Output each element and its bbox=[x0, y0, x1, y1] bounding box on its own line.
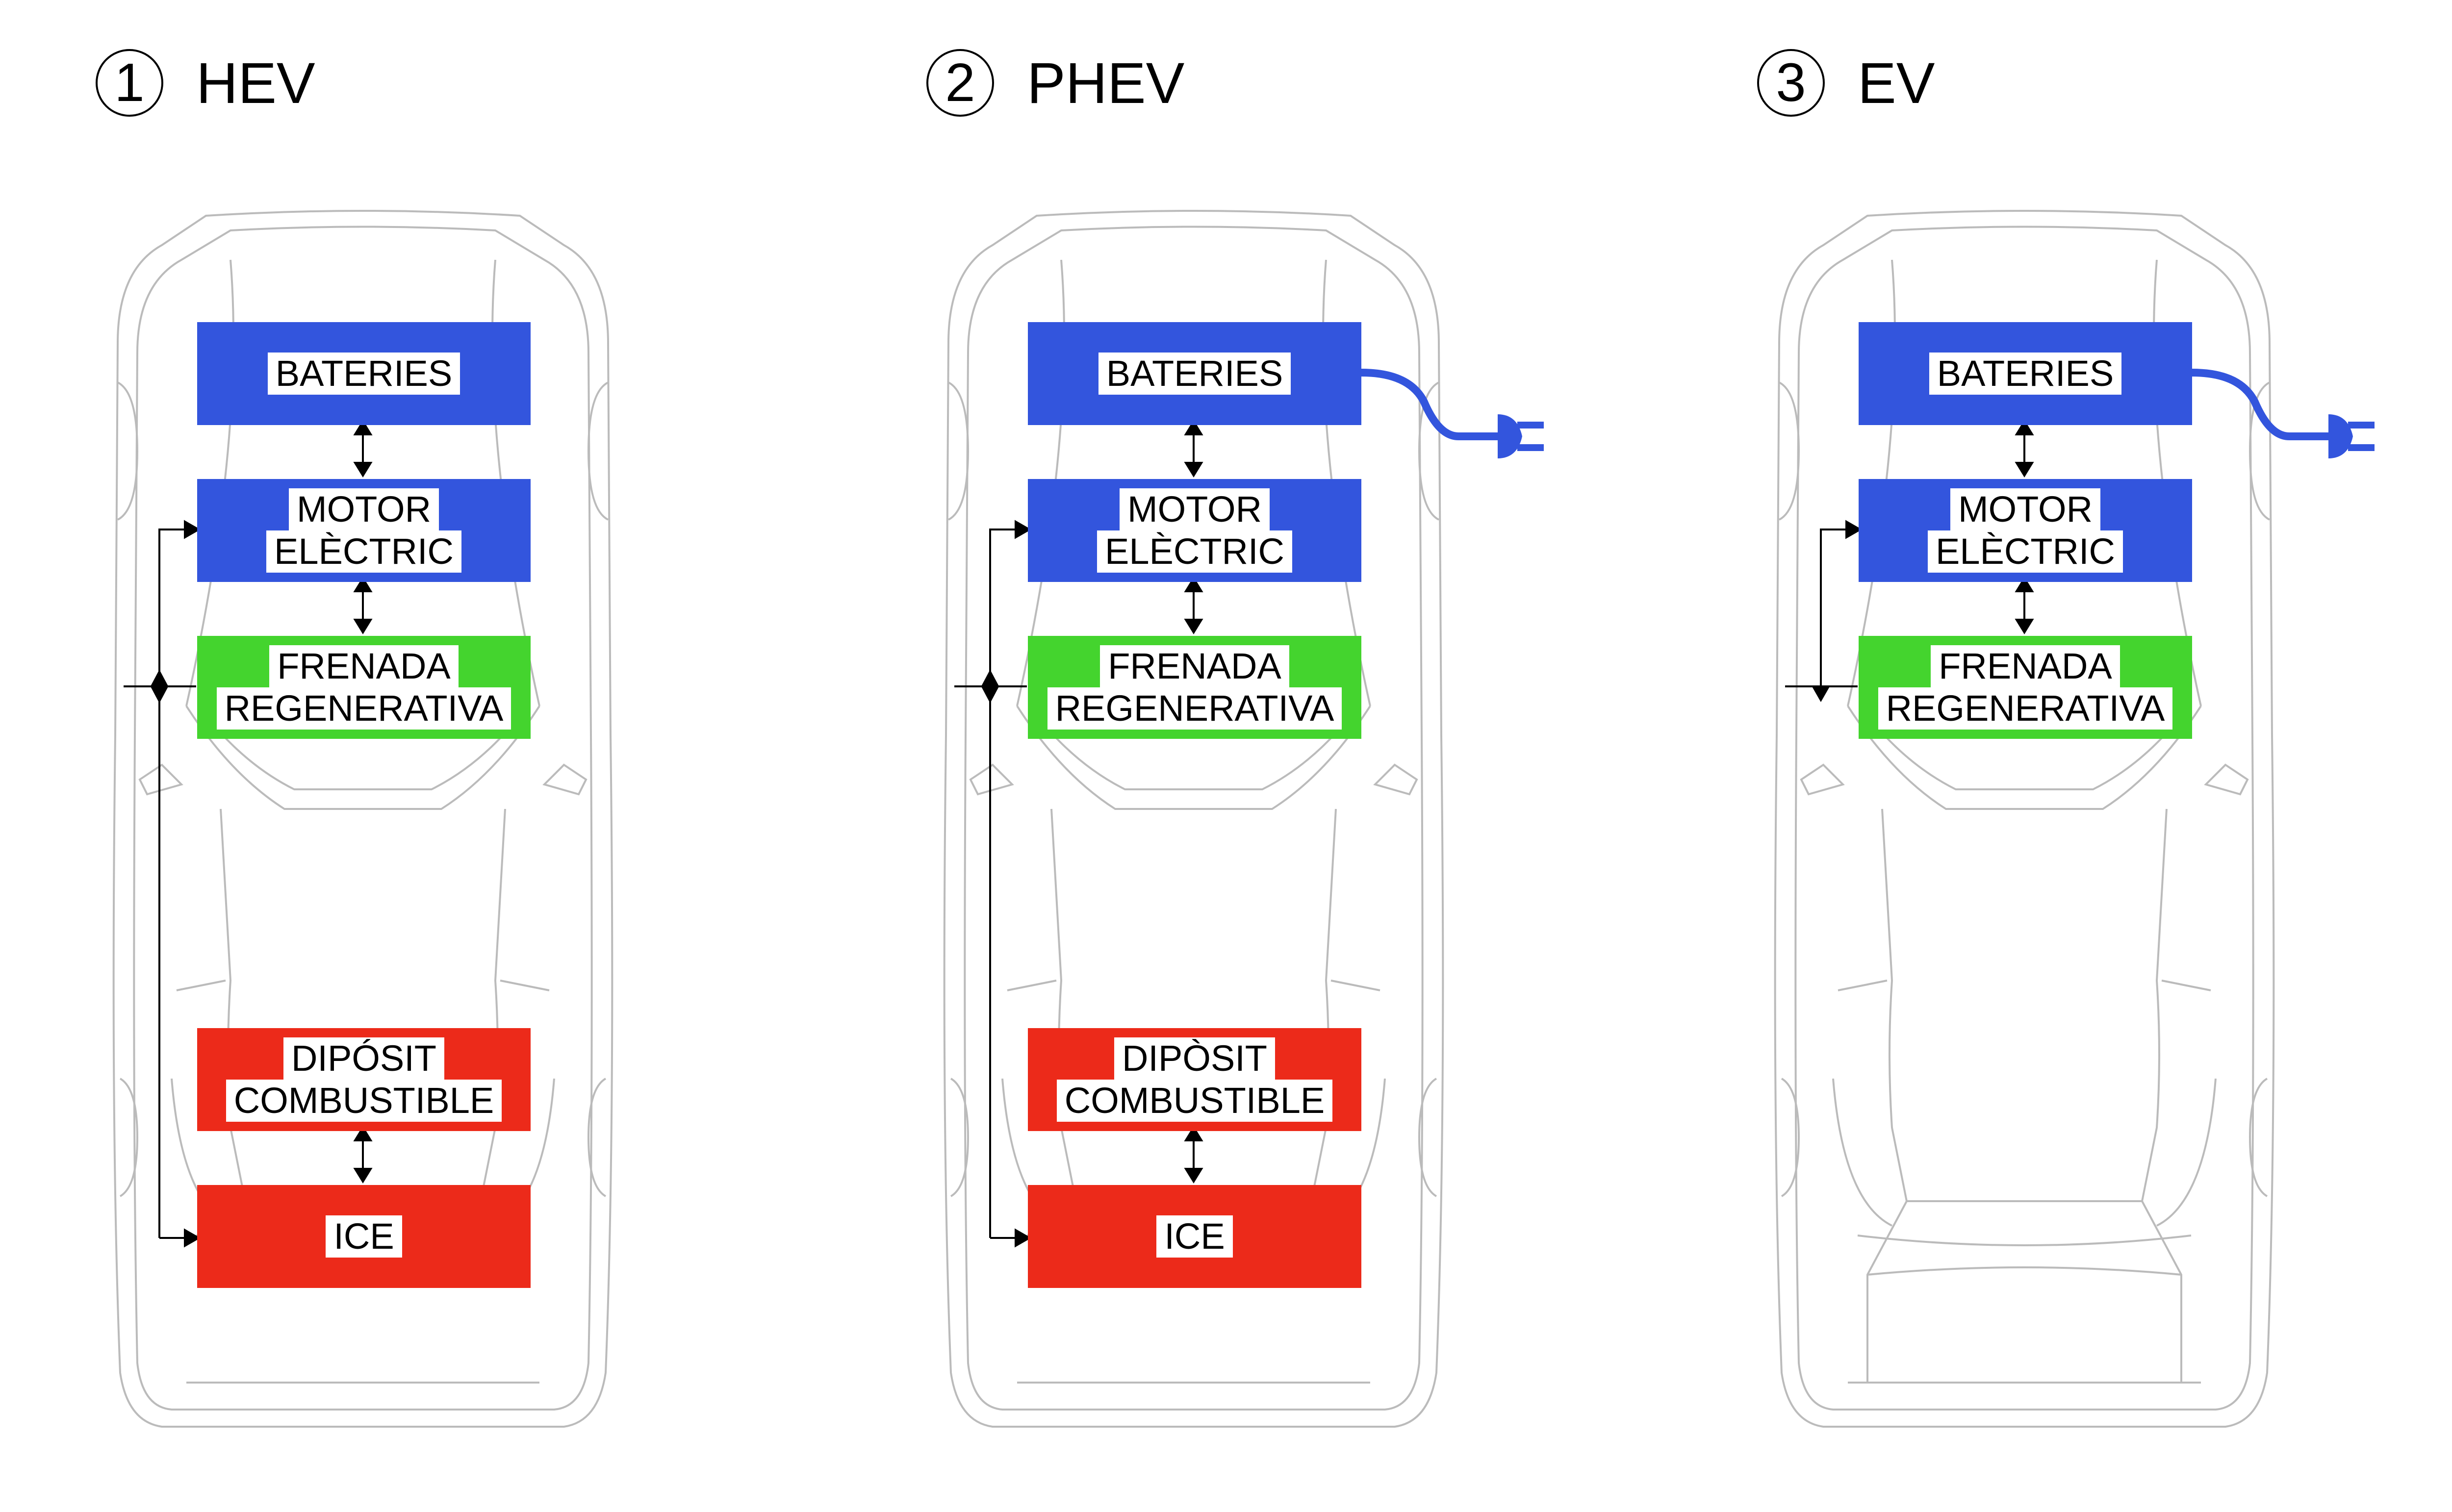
car-outline-icon bbox=[943, 210, 1544, 1428]
panel-phev: 2 PHEV bbox=[831, 0, 1661, 1512]
electric-motor-label-line1: MOTOR bbox=[288, 488, 439, 530]
plug-icon bbox=[1361, 369, 1544, 458]
panel-number: 3 bbox=[1776, 52, 1806, 113]
regenerative-braking-block: FRENADA REGENERATIVA bbox=[1028, 636, 1361, 739]
ice-block: ICE bbox=[197, 1185, 531, 1288]
batteries-block: BATERIES bbox=[1028, 322, 1361, 425]
fuel-tank-block: DIPÒSIT COMBUSTIBLE bbox=[1028, 1028, 1361, 1131]
panel-number: 1 bbox=[114, 52, 145, 113]
fuel-tank-label-line2: COMBUSTIBLE bbox=[226, 1080, 502, 1122]
regenerative-braking-label-line2: REGENERATIVA bbox=[216, 687, 511, 730]
batteries-label: BATERIES bbox=[267, 353, 460, 395]
electric-motor-label-line2: ELÈCTRIC bbox=[266, 530, 461, 573]
batteries-label: BATERIES bbox=[1098, 353, 1291, 395]
regenerative-braking-label-line1: FRENADA bbox=[269, 645, 459, 687]
batteries-block: BATERIES bbox=[197, 322, 531, 425]
regenerative-braking-label-line1: FRENADA bbox=[1100, 645, 1289, 687]
electric-motor-label-line2: ELÈCTRIC bbox=[1928, 530, 2123, 573]
ice-label: ICE bbox=[326, 1215, 402, 1258]
panel-ev: 3 EV bbox=[1661, 0, 2452, 1512]
electric-motor-label-line2: ELÈCTRIC bbox=[1097, 530, 1292, 573]
panel-hev: 1 HEV bbox=[0, 0, 831, 1512]
ice-block: ICE bbox=[1028, 1185, 1361, 1288]
electric-motor-label-line1: MOTOR bbox=[1950, 488, 2101, 530]
panel-number-circle: 1 bbox=[96, 49, 163, 117]
fuel-tank-label-line1: DIPÓSIT bbox=[283, 1037, 445, 1080]
regenerative-braking-block: FRENADA REGENERATIVA bbox=[1859, 636, 2192, 739]
fuel-tank-block: DIPÓSIT COMBUSTIBLE bbox=[197, 1028, 531, 1131]
fuel-tank-label-line1: DIPÒSIT bbox=[1114, 1037, 1276, 1080]
batteries-label: BATERIES bbox=[1929, 353, 2122, 395]
regenerative-braking-label-line2: REGENERATIVA bbox=[1878, 687, 2173, 730]
panel-title: EV bbox=[1858, 51, 1935, 116]
panel-title: PHEV bbox=[1027, 51, 1185, 116]
electric-motor-block: MOTOR ELÈCTRIC bbox=[1028, 479, 1361, 582]
plug-icon bbox=[2192, 369, 2375, 458]
panel-number-circle: 2 bbox=[926, 49, 994, 117]
regenerative-braking-label-line1: FRENADA bbox=[1931, 645, 2120, 687]
panel-number: 2 bbox=[945, 52, 975, 113]
panel-title: HEV bbox=[196, 51, 315, 116]
electric-motor-block: MOTOR ELÈCTRIC bbox=[1859, 479, 2192, 582]
panel-number-circle: 3 bbox=[1757, 49, 1825, 117]
car-outline-icon bbox=[1774, 210, 2375, 1428]
regenerative-braking-label-line2: REGENERATIVA bbox=[1047, 687, 1342, 730]
electric-motor-label-line1: MOTOR bbox=[1119, 488, 1270, 530]
regenerative-braking-block: FRENADA REGENERATIVA bbox=[197, 636, 531, 739]
ice-label: ICE bbox=[1156, 1215, 1233, 1258]
electric-motor-block: MOTOR ELÈCTRIC bbox=[197, 479, 531, 582]
batteries-block: BATERIES bbox=[1859, 322, 2192, 425]
fuel-tank-label-line2: COMBUSTIBLE bbox=[1056, 1080, 1333, 1122]
